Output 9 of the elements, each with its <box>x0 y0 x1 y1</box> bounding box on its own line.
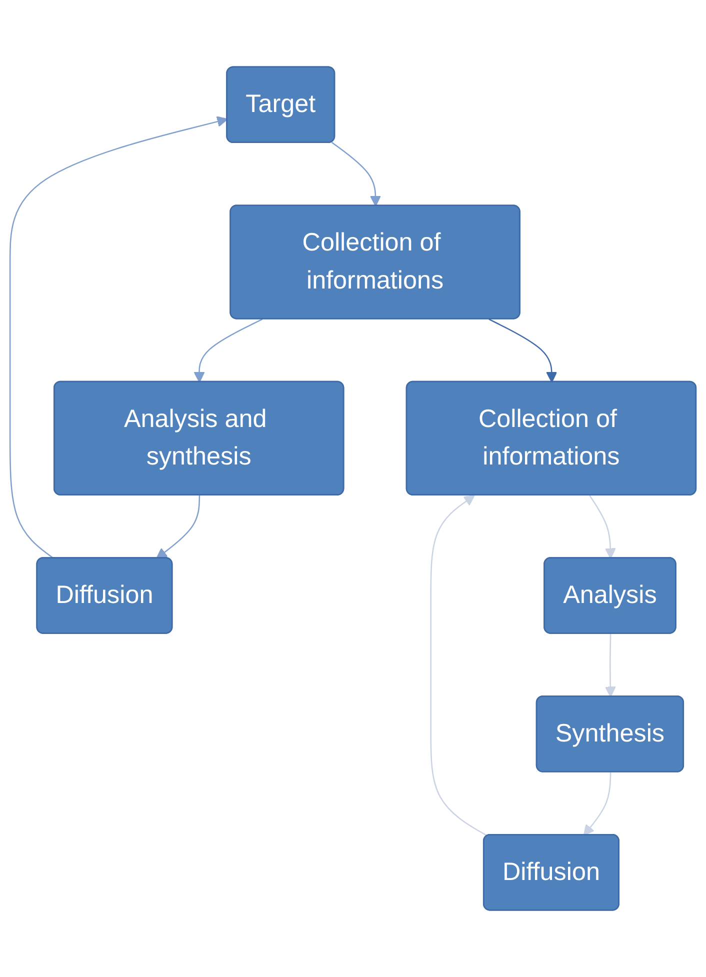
arrow <box>488 318 558 383</box>
arrow <box>604 634 616 698</box>
arrow <box>583 772 612 836</box>
arrow <box>156 495 200 559</box>
arrow <box>589 495 616 559</box>
arrow <box>430 494 488 837</box>
arrow <box>9 116 228 559</box>
arrow <box>331 142 381 206</box>
arrow <box>194 318 263 383</box>
